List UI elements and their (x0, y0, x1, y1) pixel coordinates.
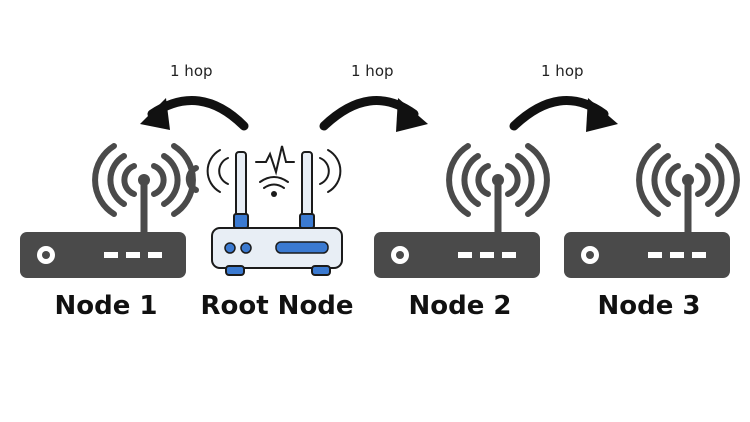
node-label-root-node: Root Node (200, 291, 354, 321)
hop-label-node-2-to-node-3: 1 hop (541, 62, 584, 80)
hop-arrow-root-to-node-1 (140, 96, 249, 131)
hop-arrow-node-2-to-node-3 (509, 96, 618, 132)
wifi-router-icon (446, 143, 550, 232)
router-body-node-3 (564, 232, 730, 278)
hop-label-root-to-node-1: 1 hop (170, 62, 213, 80)
wireless-router-icon (206, 145, 343, 276)
hop-arrow-root-to-node-2 (319, 96, 428, 132)
wifi-router-icon (92, 143, 199, 232)
router-body-node-1 (20, 232, 186, 278)
node-label-node-2: Node 2 (408, 291, 512, 321)
node-label-node-3: Node 3 (597, 291, 701, 321)
node-label-node-1: Node 1 (54, 291, 158, 321)
router-body-node-2 (374, 232, 540, 278)
wifi-router-icon (636, 143, 740, 232)
hop-label-root-to-node-2: 1 hop (351, 62, 394, 80)
